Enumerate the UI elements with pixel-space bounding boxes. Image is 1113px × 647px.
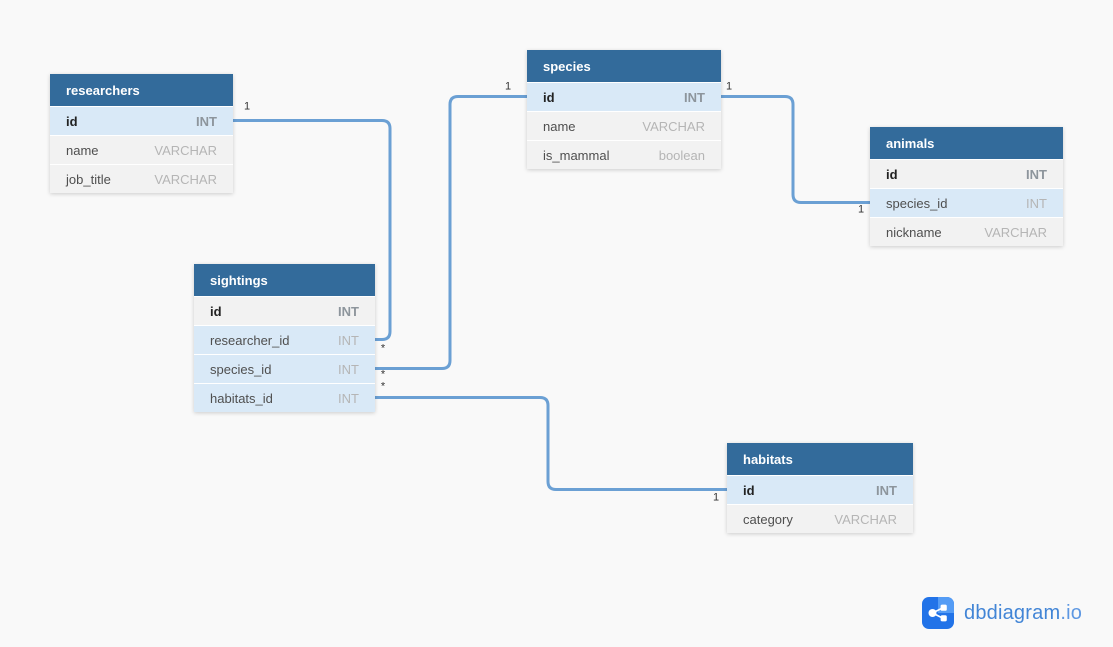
- field-type: VARCHAR: [642, 118, 705, 134]
- field-name: id: [886, 166, 898, 182]
- field-name: is_mammal: [543, 147, 610, 163]
- field-type: INT: [338, 390, 359, 406]
- field-name: id: [543, 89, 555, 105]
- field-row-researchers-job_title[interactable]: job_title VARCHAR: [50, 164, 233, 193]
- field-name: species_id: [886, 195, 948, 211]
- cardinality-label: 1: [243, 100, 251, 113]
- logo-name: dbdiagram: [964, 601, 1061, 624]
- relationship-species-id-to-animals-species-id[interactable]: [719, 95, 872, 204]
- field-row-researchers-name[interactable]: name VARCHAR: [50, 135, 233, 164]
- field-row-animals-species_id[interactable]: species_id INT: [870, 188, 1063, 217]
- table-title: researchers: [66, 82, 140, 98]
- cardinality-label: *: [380, 368, 386, 381]
- field-row-species-name[interactable]: name VARCHAR: [527, 111, 721, 140]
- cardinality-label: *: [380, 342, 386, 355]
- field-type: INT: [338, 303, 359, 319]
- field-row-habitats-category[interactable]: category VARCHAR: [727, 504, 913, 533]
- share-icon: [922, 597, 954, 629]
- field-row-sightings-id[interactable]: id INT: [194, 296, 375, 325]
- field-name: category: [743, 511, 793, 527]
- field-type: VARCHAR: [834, 511, 897, 527]
- cardinality-label: 1: [857, 203, 865, 216]
- table-header-habitats[interactable]: habitats: [727, 443, 913, 475]
- cardinality-label: 1: [504, 80, 512, 93]
- cardinality-label: 1: [712, 491, 720, 504]
- table-header-animals[interactable]: animals: [870, 127, 1063, 159]
- table-habitats[interactable]: habitats id INT category VARCHAR: [727, 443, 913, 533]
- field-name: job_title: [66, 171, 111, 187]
- table-species[interactable]: species id INT name VARCHAR is_mammal boolean: [527, 50, 721, 169]
- relationship-species-id-to-sightings-species-id[interactable]: [373, 95, 529, 370]
- field-name: species_id: [210, 361, 272, 377]
- field-type: VARCHAR: [154, 142, 217, 158]
- relationship-researchers-id-to-sightings-researcher-id[interactable]: [231, 119, 392, 341]
- field-name: id: [743, 482, 755, 498]
- field-row-habitats-id[interactable]: id INT: [727, 475, 913, 504]
- field-type: VARCHAR: [154, 171, 217, 187]
- table-header-species[interactable]: species: [527, 50, 721, 82]
- table-title: sightings: [210, 272, 268, 288]
- field-type: INT: [338, 332, 359, 348]
- field-name: habitats_id: [210, 390, 273, 406]
- table-title: animals: [886, 135, 935, 151]
- logo-text: dbdiagram.io: [964, 602, 1082, 625]
- field-row-species-id[interactable]: id INT: [527, 82, 721, 111]
- cardinality-label: 1: [725, 80, 733, 93]
- field-type: INT: [684, 89, 705, 105]
- field-row-researchers-id[interactable]: id INT: [50, 106, 233, 135]
- table-header-sightings[interactable]: sightings: [194, 264, 375, 296]
- table-title: habitats: [743, 451, 793, 467]
- field-row-animals-id[interactable]: id INT: [870, 159, 1063, 188]
- field-type: INT: [876, 482, 897, 498]
- field-name: id: [210, 303, 222, 319]
- table-header-researchers[interactable]: researchers: [50, 74, 233, 106]
- field-name: name: [66, 142, 99, 158]
- field-type: VARCHAR: [984, 224, 1047, 240]
- field-name: id: [66, 113, 78, 129]
- field-type: INT: [196, 113, 217, 129]
- field-row-species-is_mammal[interactable]: is_mammal boolean: [527, 140, 721, 169]
- table-title: species: [543, 58, 591, 74]
- field-row-sightings-species_id[interactable]: species_id INT: [194, 354, 375, 383]
- field-type: INT: [1026, 166, 1047, 182]
- field-type: INT: [338, 361, 359, 377]
- dbdiagram-logo[interactable]: dbdiagram.io: [922, 597, 1082, 629]
- field-name: nickname: [886, 224, 942, 240]
- field-row-sightings-researcher_id[interactable]: researcher_id INT: [194, 325, 375, 354]
- field-type: INT: [1026, 195, 1047, 211]
- field-row-sightings-habitats_id[interactable]: habitats_id INT: [194, 383, 375, 412]
- field-name: researcher_id: [210, 332, 290, 348]
- field-name: name: [543, 118, 576, 134]
- field-type: boolean: [658, 147, 705, 163]
- relationship-sightings-habitats-id-to-habitats-id[interactable]: [373, 396, 729, 491]
- logo-tld: .io: [1060, 601, 1083, 624]
- cardinality-label: *: [380, 380, 386, 393]
- field-row-animals-nickname[interactable]: nickname VARCHAR: [870, 217, 1063, 246]
